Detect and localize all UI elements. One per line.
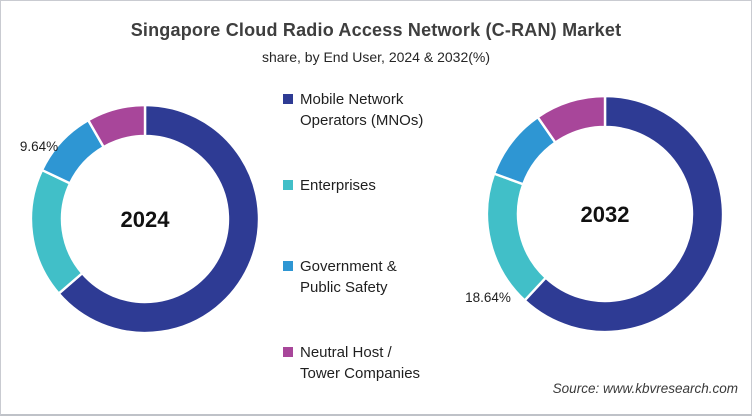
legend-swatch-mobile-network-operators — [283, 94, 293, 104]
legend-item-neutral-host-tower-companies: Neutral Host / Tower Companies — [283, 342, 463, 384]
donut-segment-2024-mobile-network-operators-mnos — [57, 103, 261, 335]
source-attribution: Source: www.kbvresearch.com — [552, 381, 738, 396]
chart-title: Singapore Cloud Radio Access Network (C-… — [130, 20, 622, 40]
legend-swatch-neutral-host-tower-companies — [283, 347, 293, 357]
legend-item-mobile-network-operators: Mobile Network Operators (MNOs) — [283, 89, 463, 131]
segment-value-label-2024-government-public-safety: 9.64% — [20, 139, 58, 154]
donut-segment-2032-neutral-host-tower-companies — [536, 94, 607, 144]
segment-value-label-2032-enterprises: 18.64% — [465, 290, 511, 305]
donut-center-year-2024: 2024 — [121, 207, 171, 232]
donut-segment-2032-enterprises — [485, 172, 547, 302]
legend-item-label: Mobile Network Operators (MNOs) — [300, 91, 424, 129]
donut-segment-2024-enterprises — [29, 168, 84, 295]
legend: Mobile Network Operators (MNOs) Enterpri… — [283, 89, 463, 384]
legend-swatch-government-public-safety — [283, 261, 293, 271]
donut-segment-2032-mobile-network-operators-mnos — [523, 94, 725, 334]
legend-swatch-enterprises — [283, 180, 293, 190]
donut-segment-2024-neutral-host-tower-companies — [87, 103, 147, 149]
legend-item-label: Enterprises — [300, 177, 376, 194]
legend-item-label: Government & Public Safety — [300, 258, 397, 296]
legend-item-enterprises: Enterprises — [283, 175, 463, 196]
legend-item-government-public-safety: Government & Public Safety — [283, 256, 463, 298]
chart-subtitle: share, by End User, 2024 & 2032(%) — [261, 49, 491, 65]
legend-item-label: Neutral Host / Tower Companies — [300, 344, 421, 382]
donut-center-year-2032: 2032 — [581, 202, 630, 227]
